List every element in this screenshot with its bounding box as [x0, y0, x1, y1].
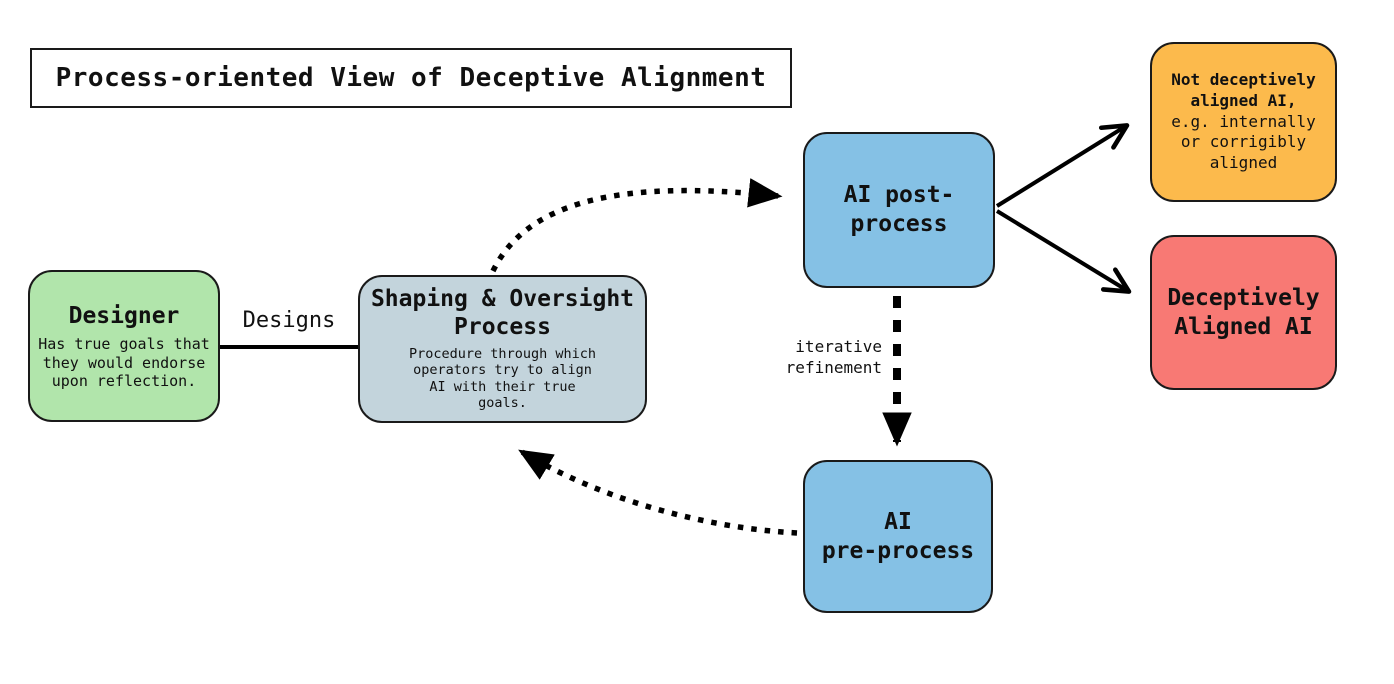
node-ai-pre-process: AI pre-process [803, 460, 993, 613]
designer-title: Designer [68, 302, 180, 329]
shaping-subtitle: Procedure through which operators try to… [409, 345, 596, 412]
node-deceptively-aligned: Deceptively Aligned AI [1150, 235, 1337, 390]
node-not-deceptively-aligned: Not deceptively aligned AI, e.g. interna… [1150, 42, 1337, 202]
diagram-title-text: Process-oriented View of Deceptive Align… [55, 63, 767, 93]
node-designer: Designer Has true goals that they would … [28, 270, 220, 422]
edge-label-iterative-refinement: iterative refinement [785, 337, 882, 377]
ai-pre-title: AI pre-process [821, 508, 975, 564]
node-shaping-oversight-process: Shaping & Oversight Process Procedure th… [358, 275, 647, 423]
edge-aipost-to-notdeceptive [995, 123, 1130, 208]
edge-label-designs: Designs [242, 308, 336, 333]
not-deceptive-examples: e.g. internally or corrigibly aligned [1171, 111, 1316, 173]
designer-subtitle: Has true goals that they would endorse u… [38, 335, 210, 391]
ai-post-title: AI post- process [843, 182, 955, 237]
diagram-title: Process-oriented View of Deceptive Align… [30, 48, 792, 108]
not-deceptive-title: Not deceptively aligned AI, [1171, 70, 1316, 110]
shaping-title: Shaping & Oversight Process [370, 286, 635, 341]
node-ai-post-process: AI post- process [803, 132, 995, 288]
deceptive-title: Deceptively Aligned AI [1167, 284, 1320, 340]
edge-aipre-to-shaping-dotted [518, 449, 798, 536]
edge-aipost-to-deceptive [995, 209, 1132, 294]
edge-shaping-to-aipost-dotted [490, 178, 783, 273]
